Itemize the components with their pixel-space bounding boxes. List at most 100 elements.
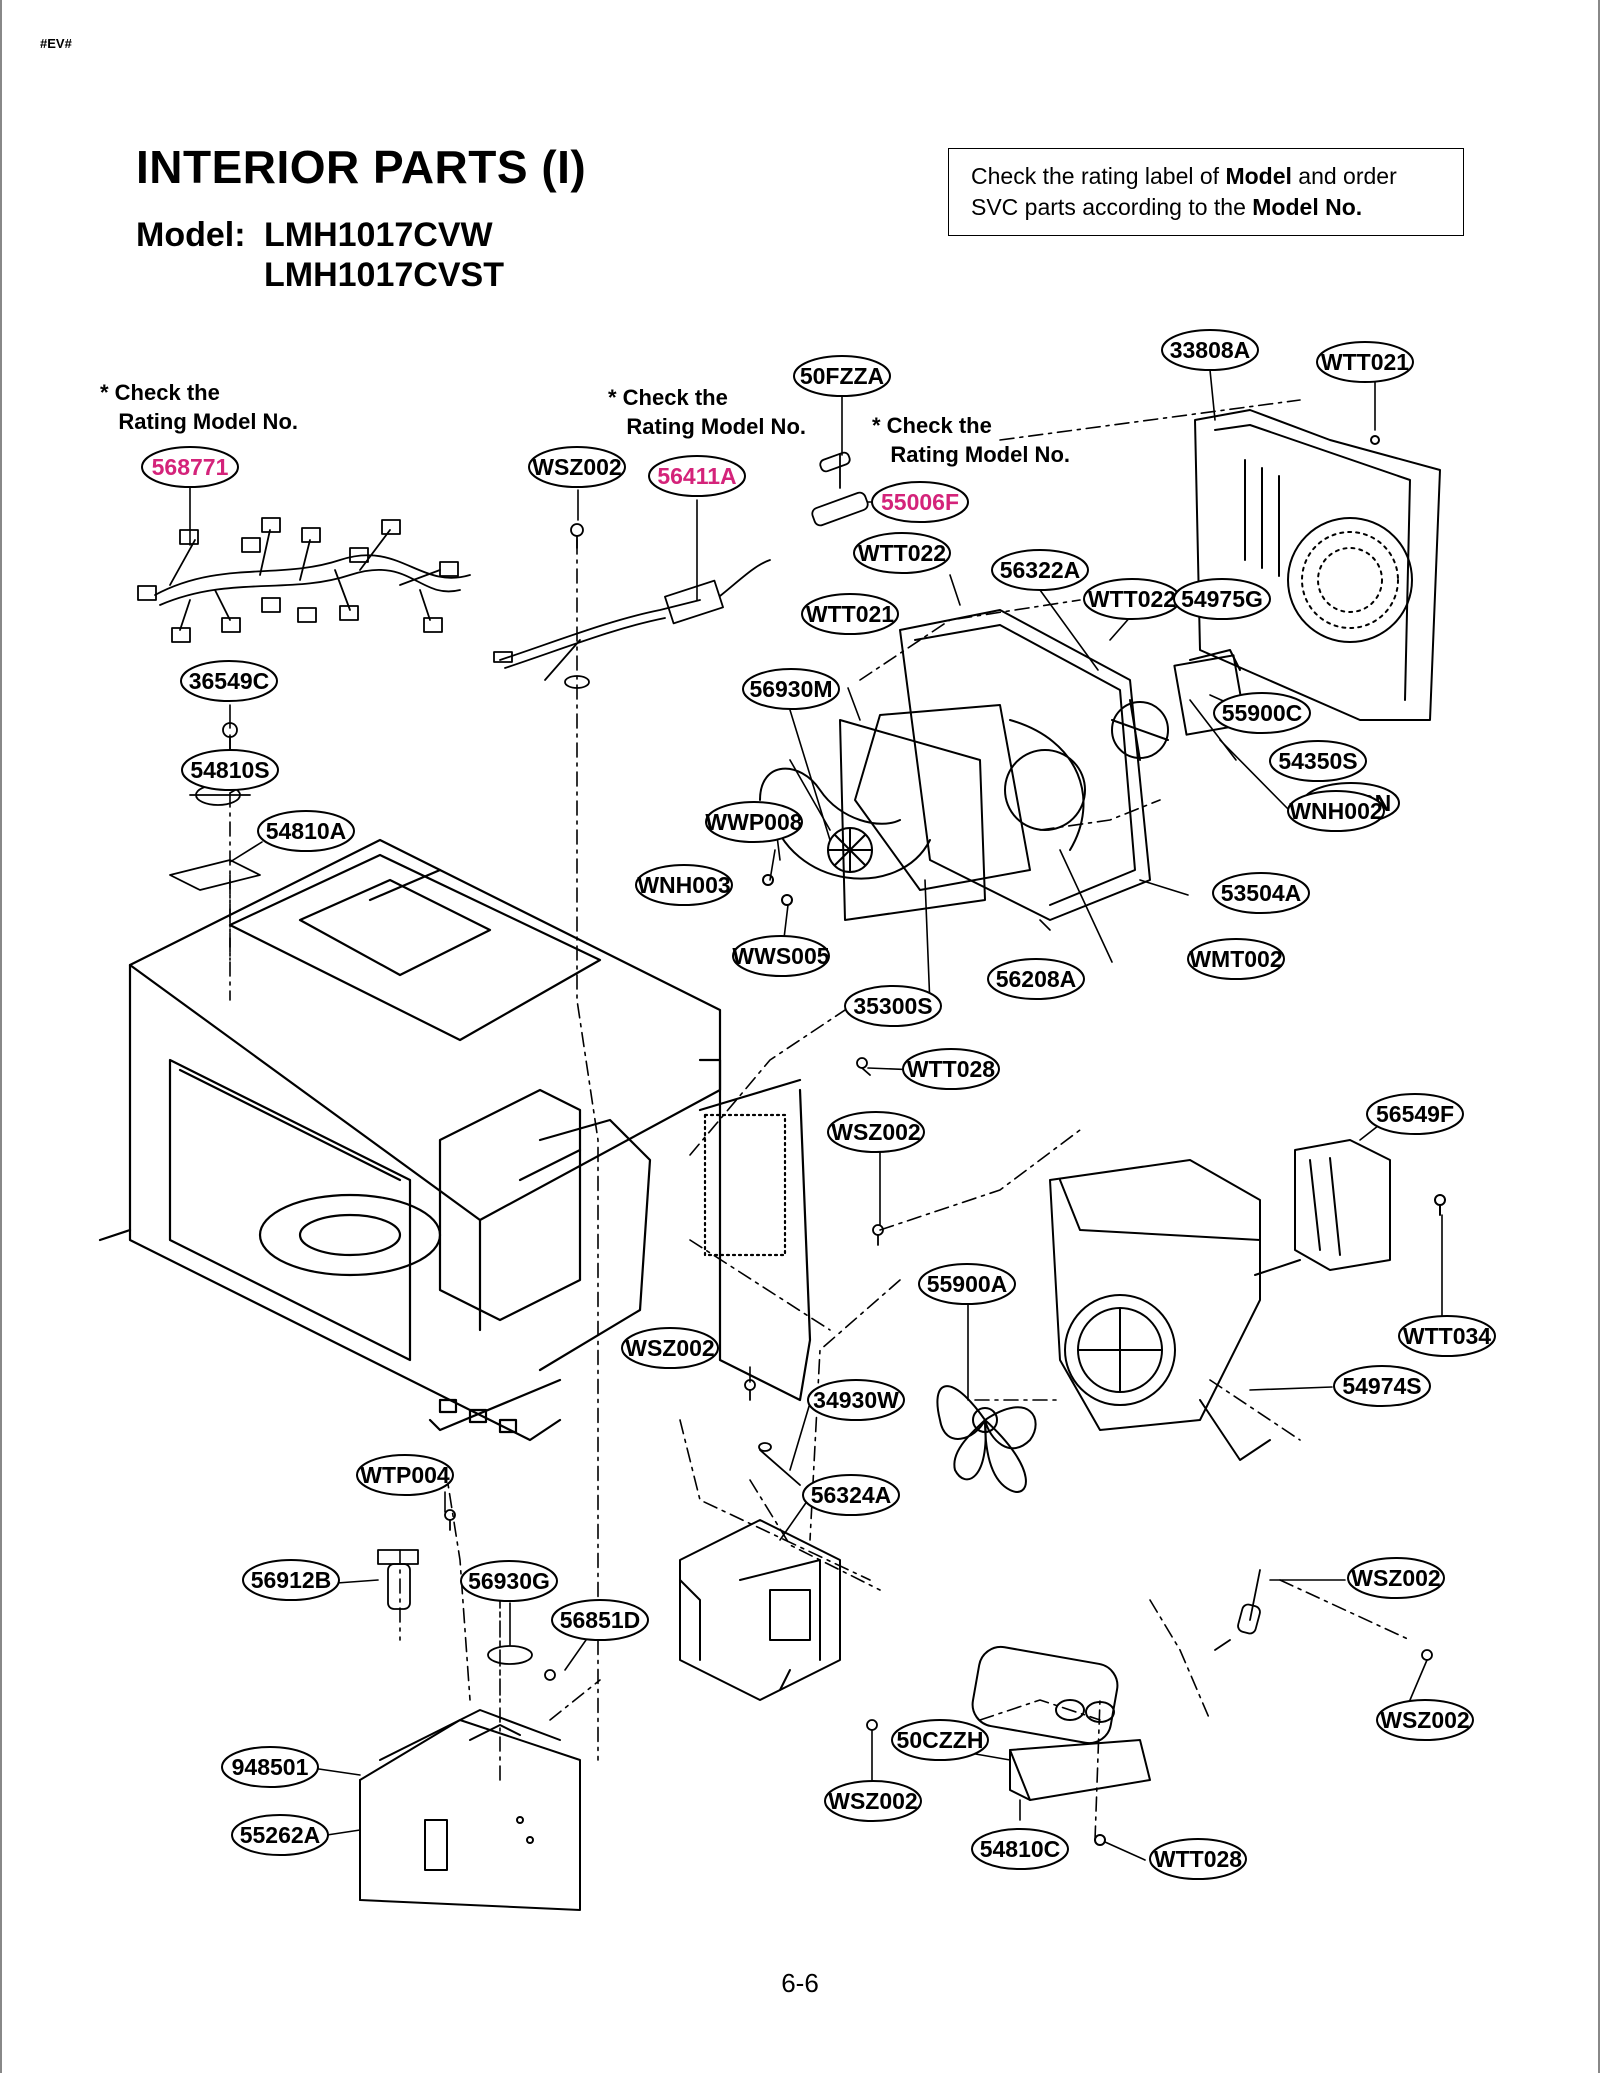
part-callout-wnh002: WNH002 <box>1287 790 1385 832</box>
notice-line-2: SVC parts according to the Model No. <box>971 194 1363 220</box>
callout-ellipse <box>621 1327 719 1369</box>
callout-ellipse <box>221 1746 319 1788</box>
part-callout-wtt028: WTT028 <box>1149 1838 1247 1880</box>
callout-text: WWP008 <box>705 809 802 835</box>
rating-note-cord: * Check the Rating Model No. <box>608 385 806 439</box>
fuse-drawing <box>811 451 869 527</box>
callout-ellipse <box>971 1828 1069 1870</box>
callout-text: 56851D <box>560 1607 641 1633</box>
part-callout-55900a: 55900A <box>918 1263 1016 1305</box>
callout-text: 56549F <box>1376 1101 1454 1127</box>
part-callout-56322a: 56322A <box>991 549 1089 591</box>
callout-text: 54974S <box>1342 1373 1421 1399</box>
callout-ellipse <box>1347 1557 1445 1599</box>
part-callout-54810c: 54810C <box>971 1828 1069 1870</box>
callout-ellipse <box>1187 938 1285 980</box>
part-callout-54810a: 54810A <box>257 810 355 852</box>
callout-ellipse <box>732 935 830 977</box>
callout-ellipse <box>257 810 355 852</box>
callout-ellipse <box>242 1559 340 1601</box>
callout-text: 53504A <box>1221 880 1302 906</box>
callout-text: 54810A <box>266 818 347 844</box>
rating-note-fuse: * Check the Rating Model No. <box>872 413 1070 467</box>
callout-ellipse <box>1366 1093 1464 1135</box>
callout-text: 55262A <box>240 1822 321 1848</box>
part-callout-54975g: 54975G <box>1173 578 1271 620</box>
part-callout-wsz002: WSZ002 <box>621 1327 719 1369</box>
service-notice-box: Check the rating label of Model and orde… <box>948 148 1464 236</box>
part-callout-55006f: 55006F <box>871 481 969 523</box>
callout-ellipse <box>460 1560 558 1602</box>
callout-ellipse <box>793 355 891 397</box>
part-callout-55900c: 55900C <box>1213 692 1311 734</box>
callout-text: WTT028 <box>1154 1846 1242 1872</box>
callout-ellipse <box>1398 1315 1496 1357</box>
part-callout-wtt028: WTT028 <box>902 1048 1000 1090</box>
part-callout-50fzza: 50FZZA <box>793 355 891 397</box>
rating-note-harness: * Check the Rating Model No. <box>100 380 298 434</box>
callout-ellipse <box>551 1599 649 1641</box>
part-callout-35300s: 35300S <box>844 985 942 1027</box>
part-callout-wtp004: WTP004 <box>356 1454 454 1496</box>
part-callout-wsz002: WSZ002 <box>528 446 626 488</box>
callout-ellipse <box>871 481 969 523</box>
part-callout-34930w: 34930W <box>807 1379 905 1421</box>
callout-ellipse <box>807 1379 905 1421</box>
part-callout-36549c: 36549C <box>180 660 278 702</box>
callout-ellipse <box>356 1454 454 1496</box>
callout-text: 56208A <box>996 966 1077 992</box>
callout-text: 56322A <box>1000 557 1081 583</box>
callout-text: 55900A <box>927 1271 1008 1297</box>
callout-text: 33808A <box>1170 337 1251 363</box>
callout-text: WMT002 <box>1189 946 1282 972</box>
part-callout-54810s: 54810S <box>181 749 279 791</box>
callout-text: 56411A <box>657 463 736 489</box>
callout-ellipse <box>991 549 1089 591</box>
callout-text: 55006F <box>881 489 959 515</box>
callout-ellipse <box>902 1048 1000 1090</box>
callout-text: 568771 <box>152 454 229 480</box>
callout-text: 35300S <box>853 993 932 1019</box>
page-title: INTERIOR PARTS (I) <box>136 141 587 193</box>
part-callout-wsz002: WSZ002 <box>1376 1699 1474 1741</box>
part-callout-56851d: 56851D <box>551 1599 649 1641</box>
callout-ellipse <box>231 1814 329 1856</box>
model-number-2: LMH1017CVST <box>264 256 504 294</box>
callout-text: WTT022 <box>1088 586 1176 612</box>
part-callout-568771: 568771 <box>141 446 239 488</box>
callout-text: 54975G <box>1181 586 1263 612</box>
callout-text: WNH003 <box>637 872 730 898</box>
callout-text: WSZ002 <box>625 1335 714 1361</box>
callout-text: 56930M <box>749 676 832 702</box>
wire-harness-drawing <box>137 517 471 643</box>
part-callout-53504a: 53504A <box>1212 872 1310 914</box>
callout-ellipse <box>1333 1365 1431 1407</box>
callout-ellipse <box>1287 790 1385 832</box>
callout-ellipse <box>1269 740 1367 782</box>
callout-text: WTT022 <box>858 540 946 566</box>
callout-ellipse <box>635 864 733 906</box>
callout-text: 36549C <box>189 668 270 694</box>
page-right-edge <box>1598 0 1600 2073</box>
callout-ellipse <box>891 1719 989 1761</box>
callout-text: 55900C <box>1222 700 1303 726</box>
callout-text: 54810C <box>980 1836 1061 1862</box>
callout-ellipse <box>1376 1699 1474 1741</box>
part-callout-wwp008: WWP008 <box>705 801 803 843</box>
callout-text: 34930W <box>813 1387 899 1413</box>
page-number: 6-6 <box>781 1968 819 1998</box>
part-callout-wsz002: WSZ002 <box>827 1111 925 1153</box>
part-callout-wws005: WWS005 <box>732 935 830 977</box>
part-callout-54350s: 54350S <box>1269 740 1367 782</box>
callout-text: WWS005 <box>732 943 829 969</box>
callout-text: 56912B <box>251 1567 332 1593</box>
part-callout-wtt034: WTT034 <box>1398 1315 1496 1357</box>
callout-ellipse <box>705 801 803 843</box>
page-left-edge <box>0 0 2 2073</box>
callout-ellipse <box>824 1780 922 1822</box>
cooling-fan-drawing <box>936 1385 1037 1493</box>
callout-ellipse <box>181 749 279 791</box>
callout-text: 50FZZA <box>800 363 884 389</box>
